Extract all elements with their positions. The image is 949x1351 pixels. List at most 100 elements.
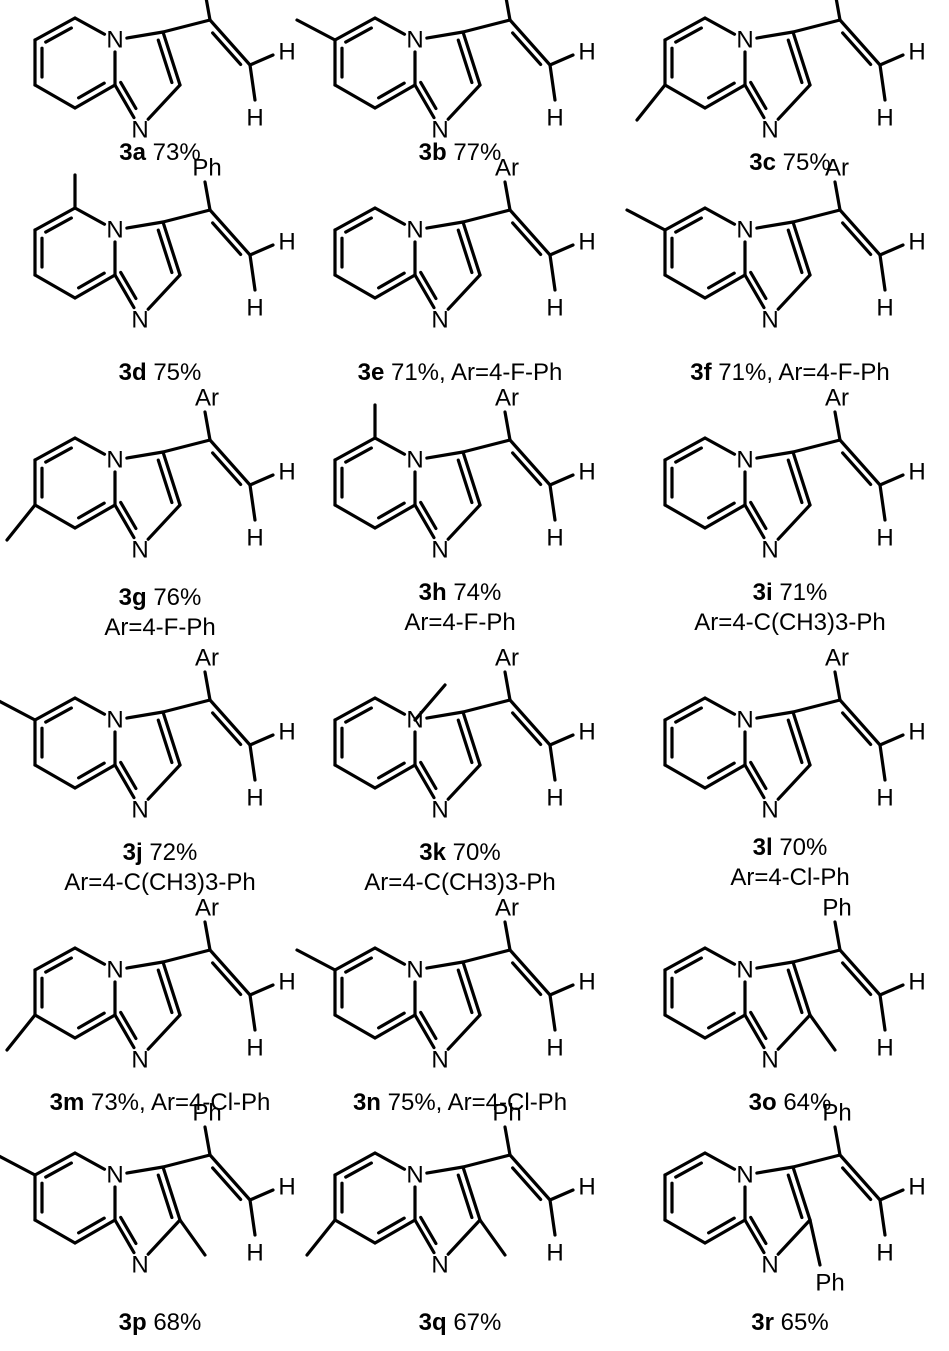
- vinyl-h-label: H: [578, 459, 595, 486]
- bond: [425, 960, 465, 970]
- bond: [373, 1151, 407, 1171]
- aryl-bond: [834, 0, 842, 22]
- bond: [425, 1165, 465, 1175]
- compound-yield: 67%: [447, 1309, 502, 1336]
- phenyl-label: Ph: [192, 155, 221, 182]
- nitrogen-bridgehead-label: N: [736, 1162, 753, 1189]
- bond: [508, 208, 552, 257]
- nitrogen-n1-label: N: [131, 1047, 148, 1074]
- double-bond-line: [44, 216, 73, 234]
- bond: [776, 273, 812, 311]
- bond: [113, 1218, 136, 1255]
- bond: [755, 450, 795, 460]
- double-bond-line: [419, 760, 438, 791]
- double-bond-line: [119, 80, 138, 111]
- bond: [73, 1013, 117, 1040]
- double-bond-line: [44, 446, 73, 464]
- nitrogen-bridgehead-label: N: [406, 217, 423, 244]
- nitrogen-n1-label: N: [431, 117, 448, 144]
- nitrogen-n1-label: N: [131, 1252, 148, 1279]
- nitrogen-n1-label: N: [431, 1252, 448, 1279]
- bond: [663, 1151, 707, 1177]
- methyl-bond: [0, 1154, 37, 1177]
- bond: [333, 83, 377, 110]
- vinyl-h-label: H: [546, 1240, 563, 1267]
- bond: [333, 206, 377, 232]
- bond: [425, 710, 465, 720]
- methyl-bond: [0, 699, 37, 722]
- bond: [703, 206, 737, 226]
- bond: [743, 503, 766, 540]
- double-bond-line: [456, 718, 474, 765]
- compound-yield: 73%: [146, 139, 201, 166]
- aryl-label: Ar: [825, 155, 849, 182]
- bond: [461, 960, 482, 1017]
- double-bond-line: [749, 80, 768, 111]
- h-bond: [248, 473, 275, 487]
- double-bond-line: [211, 711, 243, 746]
- double-bond-line: [456, 968, 474, 1015]
- double-bond-line: [44, 1161, 73, 1179]
- compound-yield: 73%, Ar=4-Cl-Ph: [84, 1089, 270, 1116]
- vinyl-h-label: H: [246, 105, 263, 132]
- vinyl-h-label: H: [578, 1174, 595, 1201]
- compound-yield: 75%: [147, 359, 202, 386]
- bond: [663, 946, 707, 972]
- h-bond: [878, 483, 887, 522]
- compound-label: 3g: [119, 584, 147, 611]
- double-bond-line: [119, 270, 138, 301]
- bond: [33, 946, 77, 972]
- h-bond: [548, 1188, 575, 1202]
- bond: [461, 450, 482, 507]
- bond: [776, 1218, 812, 1256]
- compound-yield: 70%: [446, 839, 501, 866]
- compound-label: 3a: [119, 139, 146, 166]
- compound-label: 3d: [119, 359, 147, 386]
- h-bond: [248, 53, 275, 67]
- compound-caption: 3o 64%: [749, 1089, 832, 1116]
- bond: [703, 83, 747, 110]
- aryl-bond: [833, 670, 842, 702]
- nitrogen-n1-label: N: [131, 537, 148, 564]
- compound-label: 3l: [753, 834, 773, 861]
- bond: [33, 206, 77, 232]
- bond: [703, 1218, 747, 1245]
- bond: [461, 18, 512, 34]
- double-bond-line: [749, 1215, 768, 1246]
- double-bond-line: [674, 956, 703, 974]
- bond: [791, 698, 842, 714]
- bond: [461, 438, 512, 454]
- bond: [461, 710, 482, 767]
- compound-aryl-definition: Ar=4-F-Ph: [104, 614, 215, 641]
- compound-caption: 3j 72%: [123, 839, 198, 866]
- double-bond-line: [786, 38, 804, 85]
- bond: [33, 763, 77, 790]
- compound-label: 3m: [50, 1089, 85, 1116]
- double-bond-line: [119, 1010, 138, 1041]
- bond: [425, 220, 465, 230]
- h-bond: [878, 993, 887, 1032]
- double-bond-line: [841, 221, 873, 256]
- vinyl-h-label: H: [876, 525, 893, 552]
- h-bond: [878, 53, 905, 67]
- bond: [161, 208, 212, 224]
- bond: [33, 16, 77, 42]
- vinyl-h-label: H: [578, 969, 595, 996]
- bond: [73, 503, 117, 530]
- double-bond-line: [377, 501, 406, 520]
- nitrogen-bridgehead-label: N: [106, 707, 123, 734]
- compound-caption: 3i 71%: [753, 579, 828, 606]
- double-bond-line: [419, 80, 438, 111]
- double-bond-line: [211, 221, 243, 256]
- compound-caption: 3g 76%: [119, 584, 202, 611]
- compound-yield: 71%, Ar=4-F-Ph: [384, 359, 562, 386]
- bond: [333, 763, 377, 790]
- h-bond: [248, 1198, 257, 1237]
- bond: [73, 16, 107, 36]
- bond: [33, 273, 77, 300]
- aryl-bond: [503, 920, 512, 952]
- h-bond: [878, 63, 887, 102]
- bond: [791, 960, 812, 1017]
